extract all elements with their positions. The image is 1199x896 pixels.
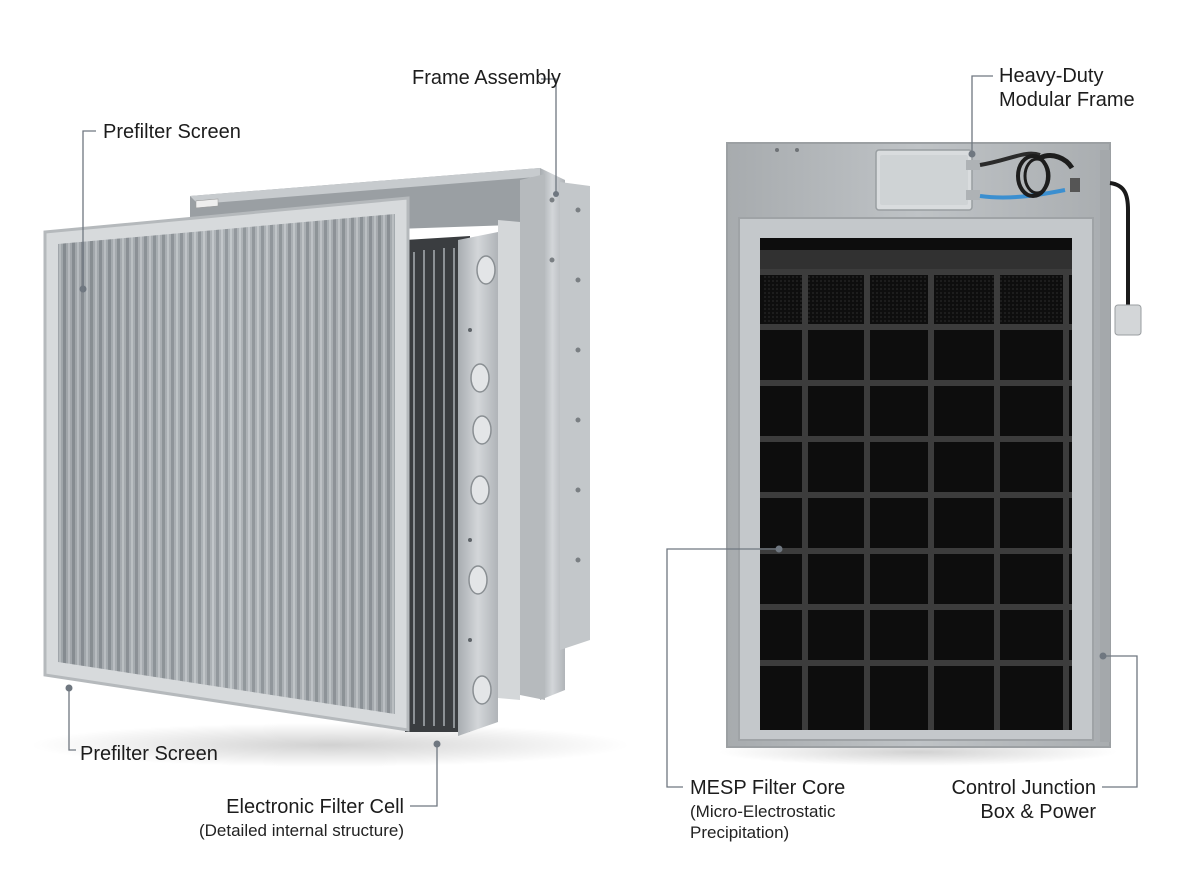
prefilter-screen bbox=[43, 196, 410, 732]
electronic-filter-cell bbox=[405, 232, 498, 736]
label-electronic-filter-cell: Electronic Filter Cell bbox=[226, 796, 404, 818]
mesp-cabinet bbox=[718, 142, 1142, 766]
label-mesp-detail-line2: Precipitation) bbox=[690, 823, 790, 842]
label-prefilter-screen-top: Prefilter Screen bbox=[103, 121, 241, 143]
mesp-filter-core bbox=[760, 238, 1072, 730]
right-leader-lines bbox=[666, 75, 1138, 788]
label-heavy-duty-line2: Modular Frame bbox=[999, 89, 1135, 111]
power-cables bbox=[979, 151, 1130, 305]
label-control-junction-line2: Box & Power bbox=[980, 801, 1096, 823]
label-prefilter-screen-bottom: Prefilter Screen bbox=[80, 743, 218, 765]
label-electronic-filter-cell-detail: (Detailed internal structure) bbox=[198, 821, 404, 840]
junction-box bbox=[875, 149, 980, 211]
label-control-junction-line1: Control Junction bbox=[951, 777, 1096, 799]
label-mesp-detail-line1: (Micro-Electrostatic bbox=[690, 802, 836, 821]
left-leader-lines bbox=[65, 78, 559, 807]
exploded-filter-assembly bbox=[30, 78, 630, 807]
label-heavy-duty-line1: Heavy-Duty bbox=[999, 65, 1104, 87]
label-mesp-filter-core: MESP Filter Core bbox=[690, 777, 846, 799]
label-frame-assembly: Frame Assembly bbox=[412, 67, 561, 89]
